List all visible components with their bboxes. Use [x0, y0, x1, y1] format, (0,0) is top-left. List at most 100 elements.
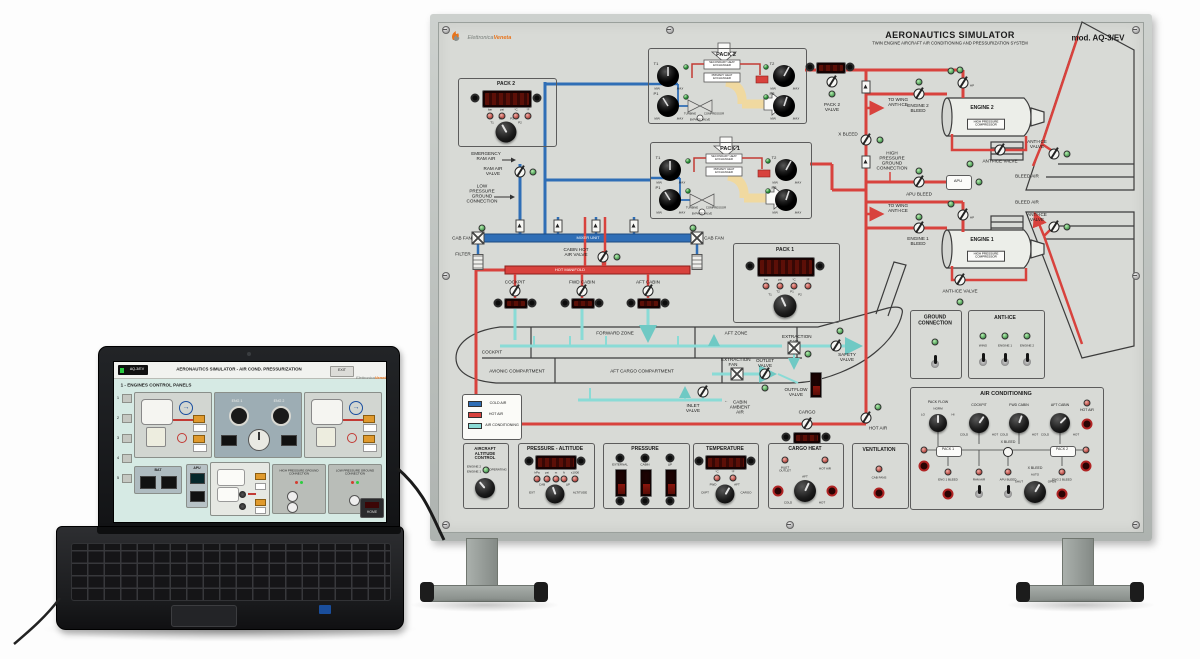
jack[interactable] — [660, 298, 670, 308]
red-jack[interactable] — [826, 485, 838, 497]
mini-knob[interactable] — [239, 491, 246, 498]
cargo-heat-knob[interactable] — [794, 480, 816, 502]
temperature-knob[interactable] — [715, 484, 735, 504]
wing1-anti-ice-valve[interactable] — [1048, 221, 1060, 233]
pack-flow-knob[interactable] — [929, 414, 947, 432]
jack[interactable] — [845, 62, 855, 72]
wing2-anti-ice-valve[interactable] — [1048, 148, 1060, 160]
check-valve-icon — [515, 219, 525, 233]
pack1-selector-knob[interactable] — [773, 294, 797, 318]
mini-knob[interactable] — [239, 503, 246, 510]
jack[interactable] — [694, 456, 704, 466]
engine1-anti-ice-valve[interactable] — [954, 274, 966, 286]
power-led — [956, 66, 964, 74]
jack[interactable] — [527, 298, 537, 308]
starter-icon[interactable]: → — [179, 401, 193, 415]
aft-cabin-temp-knob[interactable] — [1050, 413, 1070, 433]
knob-label: P2 — [769, 90, 775, 96]
jack[interactable] — [665, 453, 675, 463]
jack[interactable] — [576, 456, 586, 466]
safety-valve[interactable] — [830, 340, 842, 352]
red-jack[interactable] — [918, 460, 930, 472]
engine2-hp-valve[interactable] — [957, 77, 969, 89]
valve-icon[interactable] — [287, 491, 298, 502]
cargo-valve[interactable] — [801, 418, 813, 430]
jack[interactable] — [805, 62, 815, 72]
jack[interactable] — [615, 453, 625, 463]
fwd-cabin-temp-knob[interactable] — [1009, 413, 1029, 433]
ground-connection-switch[interactable] — [931, 355, 939, 368]
red-jack[interactable] — [942, 488, 954, 500]
altitude-knob[interactable] — [475, 478, 495, 498]
jack[interactable] — [821, 432, 831, 442]
jack[interactable] — [665, 496, 675, 506]
jack[interactable] — [615, 496, 625, 506]
keyboard-keys[interactable] — [71, 543, 391, 601]
foot-cap — [1016, 582, 1030, 602]
engine-shape — [311, 399, 343, 425]
apu-bleed-switch[interactable] — [1004, 485, 1012, 498]
sidebar-button-3[interactable] — [122, 434, 132, 443]
sidebar-button-1[interactable] — [122, 394, 132, 403]
mode-dial[interactable] — [248, 429, 270, 451]
jack[interactable] — [532, 93, 542, 103]
jack[interactable] — [493, 298, 503, 308]
apu-bleed-valve[interactable] — [913, 176, 925, 188]
jack[interactable] — [745, 261, 755, 271]
section-title: 1 - ENGINES CONTROL PANELS — [120, 382, 192, 388]
red-jack[interactable] — [1080, 460, 1092, 472]
valve-icon[interactable] — [347, 433, 357, 443]
engine1-hp-valve[interactable] — [957, 209, 969, 221]
cabin-hot-air-valve[interactable] — [597, 251, 609, 263]
pressure-altitude-knob[interactable] — [545, 484, 565, 504]
anti-ice-engine1-label: ENGINE 1 — [997, 343, 1013, 348]
x-bleed-valve[interactable] — [860, 134, 872, 146]
pack2-selector-knob[interactable] — [495, 121, 517, 143]
pack2-valve[interactable] — [826, 76, 838, 88]
starter-icon[interactable]: → — [349, 401, 363, 415]
aft-cabin-trim-valve[interactable] — [642, 285, 654, 297]
jack[interactable] — [594, 298, 604, 308]
fwd-cabin-trim-valve[interactable] — [576, 285, 588, 297]
unit-led — [543, 475, 551, 483]
jack[interactable] — [470, 93, 480, 103]
engine1-bleed-valve[interactable] — [913, 222, 925, 234]
anti-ice-engine2-switch[interactable] — [1023, 353, 1031, 366]
jack[interactable] — [560, 298, 570, 308]
cockpit-temp-knob[interactable] — [969, 413, 989, 433]
ram-air-valve[interactable] — [514, 166, 526, 178]
valve-icon[interactable] — [349, 495, 360, 506]
cockpit-trim-valve[interactable] — [509, 285, 521, 297]
filter-icon — [691, 254, 703, 270]
engine1-tag: ENGINE 1 — [466, 469, 482, 474]
engine2-bleed-valve[interactable] — [913, 88, 925, 100]
sidebar-button-5[interactable] — [122, 474, 132, 483]
hot-air-valve[interactable] — [860, 412, 872, 424]
jack[interactable] — [524, 456, 534, 466]
engine2-anti-ice-valve[interactable] — [994, 144, 1006, 156]
red-jack[interactable] — [772, 485, 784, 497]
red-jack[interactable] — [873, 487, 885, 499]
jack[interactable] — [640, 453, 650, 463]
anti-ice-wing-switch[interactable] — [979, 353, 987, 366]
cargo-aft-label: AFT — [802, 474, 808, 479]
jack[interactable] — [781, 432, 791, 442]
sidebar-button-4[interactable] — [122, 454, 132, 463]
inlet-valve[interactable] — [697, 386, 709, 398]
jack[interactable] — [746, 456, 756, 466]
red-jack[interactable] — [1081, 418, 1093, 430]
jack[interactable] — [626, 298, 636, 308]
valve-icon[interactable] — [177, 433, 187, 443]
x-bleed-knob[interactable] — [1024, 481, 1046, 503]
jack[interactable] — [640, 496, 650, 506]
valve-icon[interactable] — [287, 502, 298, 513]
ram-air-switch[interactable] — [975, 485, 983, 498]
outlet-valve[interactable] — [759, 368, 771, 380]
sidebar-button-2[interactable] — [122, 414, 132, 423]
red-jack[interactable] — [1056, 488, 1068, 500]
exit-button[interactable]: EXIT — [330, 365, 354, 377]
anti-ice-engine1-switch[interactable] — [1001, 353, 1009, 366]
home-button[interactable]: HOME — [360, 498, 384, 518]
touchpad[interactable] — [171, 605, 237, 627]
jack[interactable] — [815, 261, 825, 271]
